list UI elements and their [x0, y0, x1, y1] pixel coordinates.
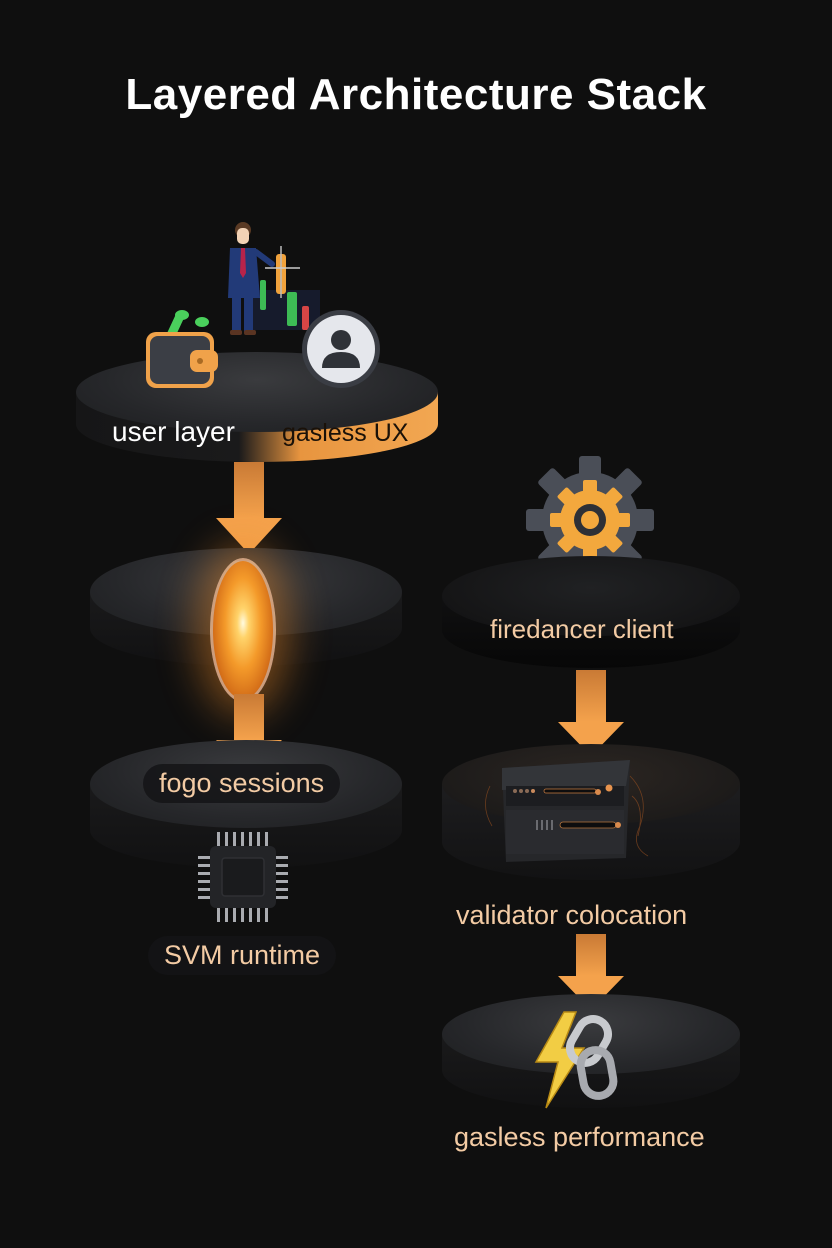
- flow-arrow-1: [216, 462, 282, 554]
- chip-icon: [198, 832, 288, 922]
- user-layer-label: user layer: [112, 416, 235, 447]
- firedancer-client-label: firedancer client: [490, 614, 674, 644]
- wallet-icon: [146, 310, 218, 388]
- lightning-chain-icon: [534, 1011, 618, 1109]
- glowing-portal-icon: [210, 558, 276, 702]
- gasless-performance-label: gasless performance: [454, 1122, 705, 1152]
- user-layer-disc: [76, 352, 438, 462]
- server-icon: [485, 760, 649, 862]
- client-layer-disc: [442, 556, 740, 668]
- flow-arrow-4: [558, 934, 624, 1010]
- user-avatar-icon: [302, 310, 380, 388]
- flow-arrow-3: [558, 670, 624, 756]
- user-layer-top: [76, 352, 438, 432]
- validator-colocation-label: validator colocation: [456, 900, 688, 930]
- diagram-title: Layered Architecture Stack: [125, 70, 707, 119]
- gasless-ux-label: gasless UX: [282, 419, 409, 447]
- svm-runtime-label: SVM runtime: [148, 936, 337, 975]
- fogo-sessions-label: fogo sessions: [143, 764, 341, 803]
- trader-figure-icon: [228, 222, 320, 335]
